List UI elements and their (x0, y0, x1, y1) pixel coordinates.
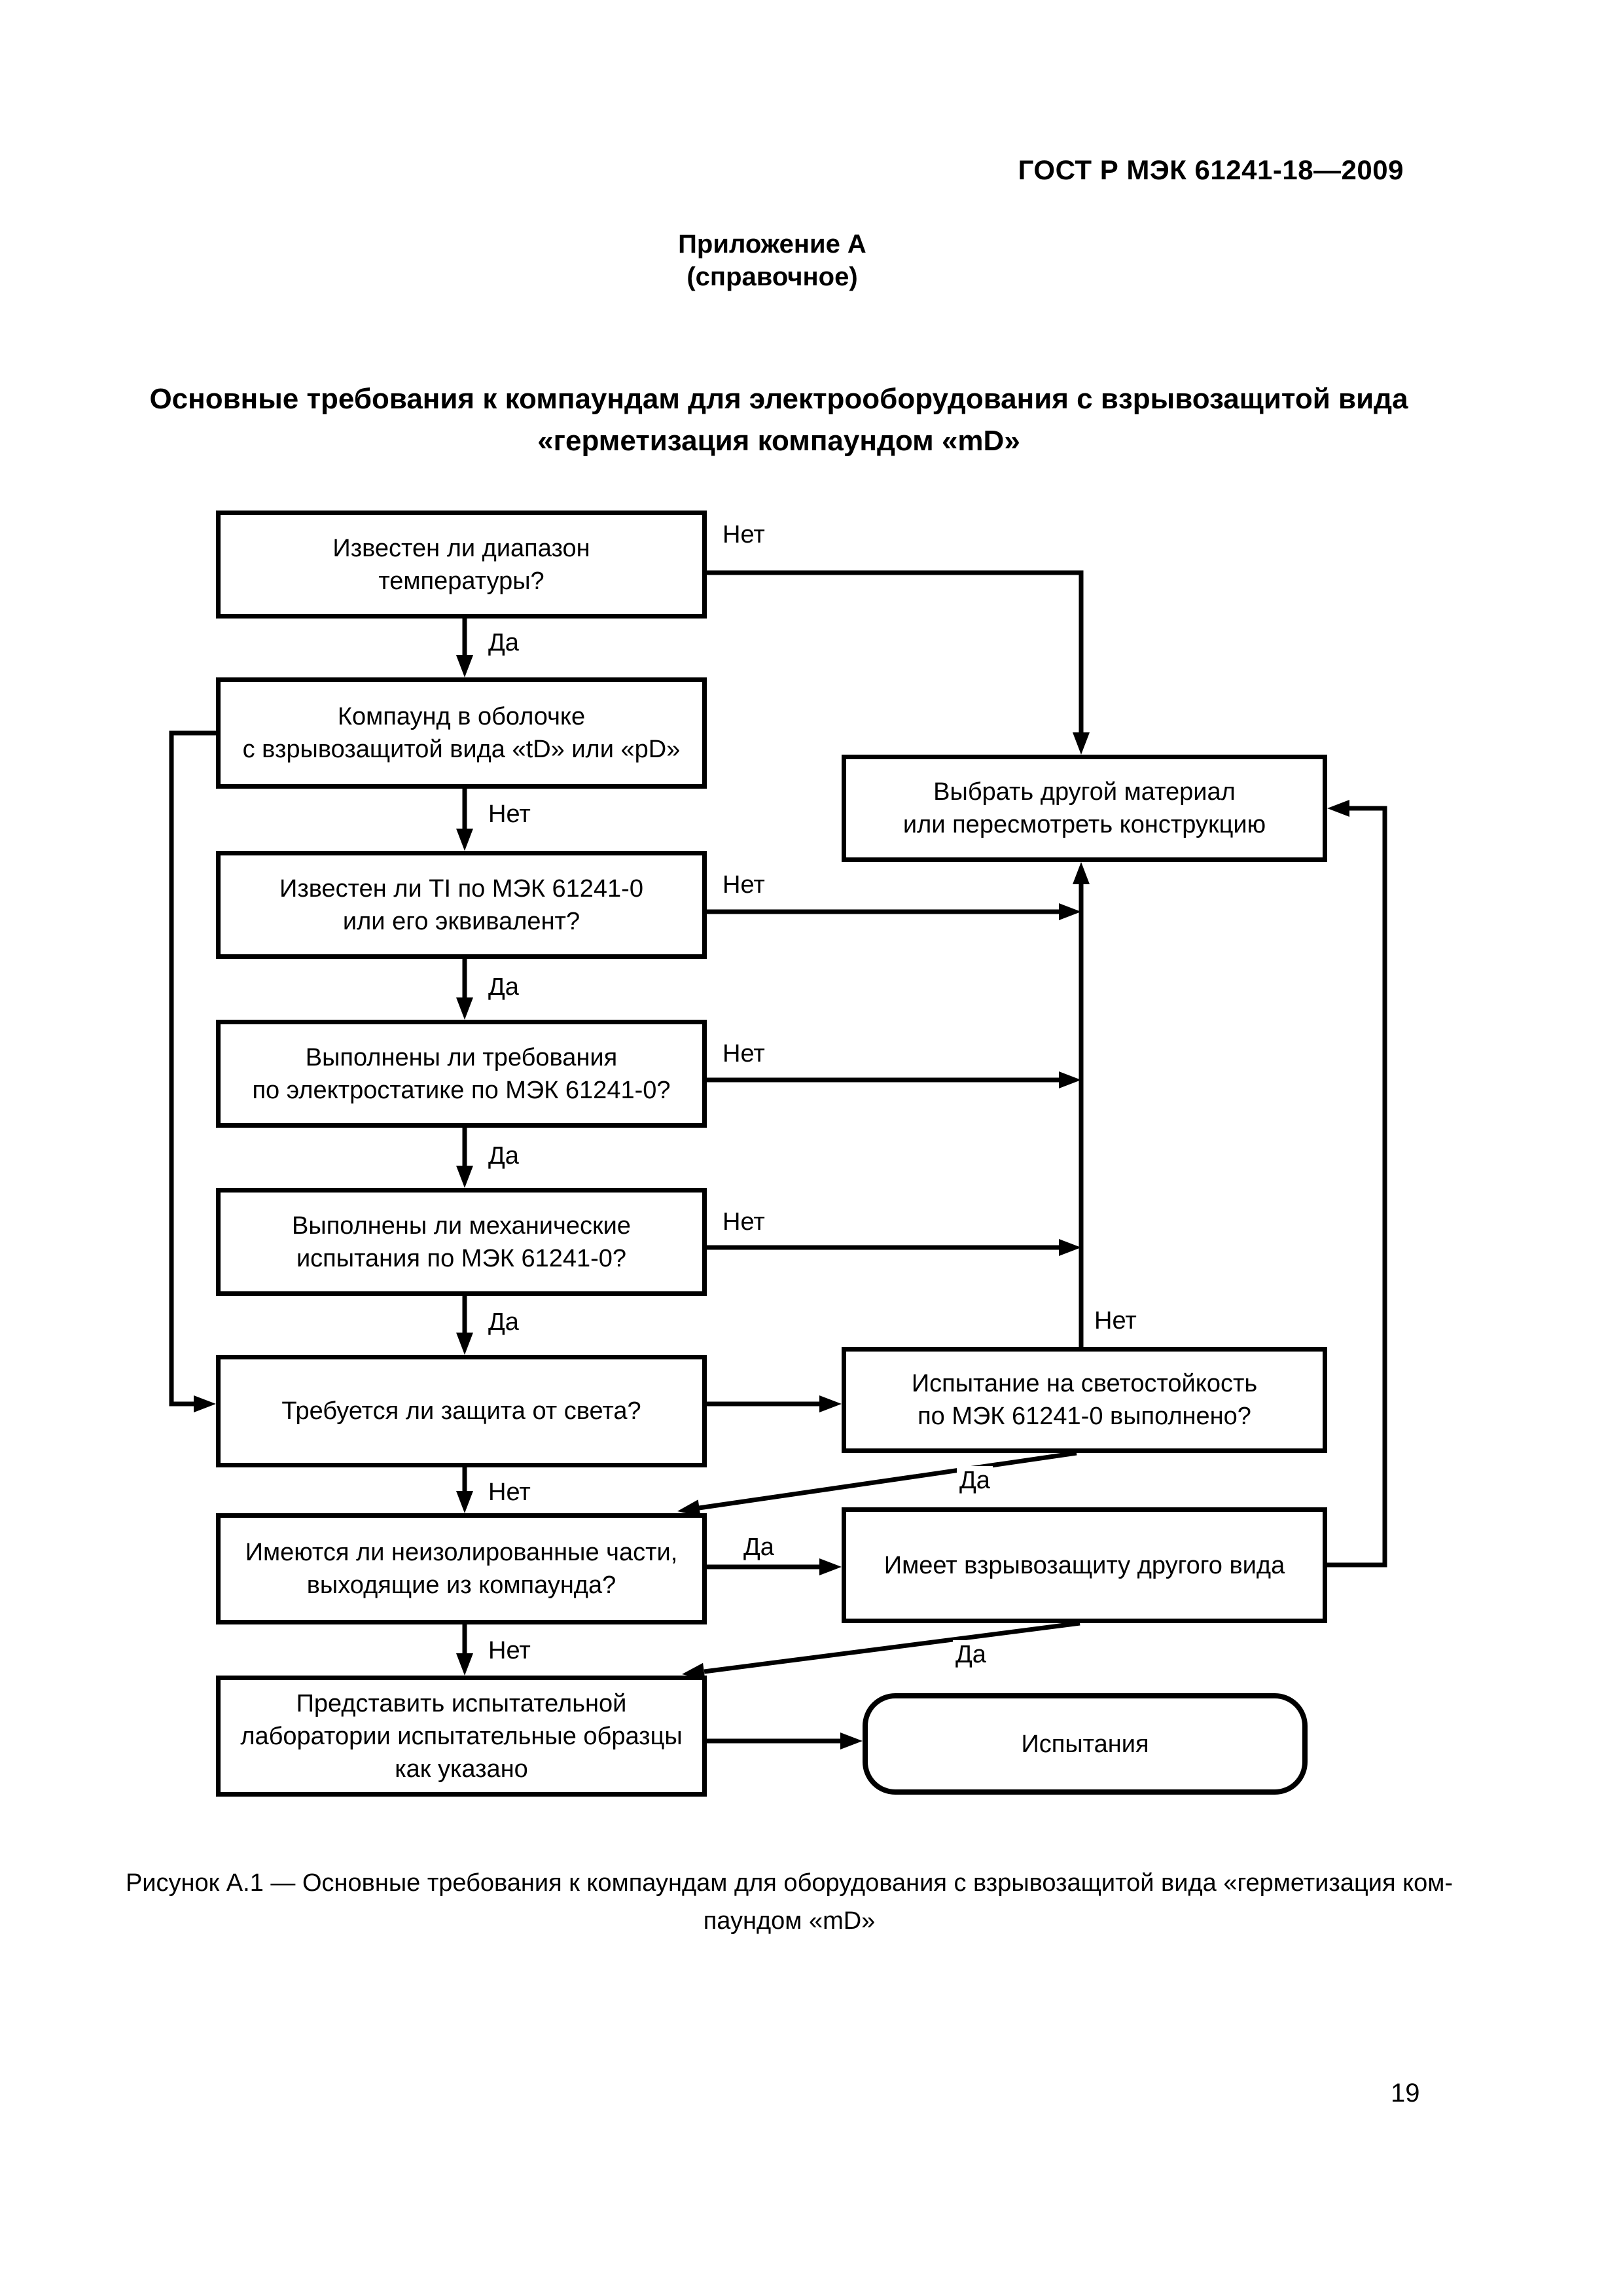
flow-box-choose-material: Выбрать другой материал или пересмотреть… (842, 755, 1327, 862)
connector-temp-yes (456, 619, 473, 677)
flow-box-electrostatic: Выполнены ли требования по электростатик… (216, 1020, 707, 1128)
figure-caption: Рисунок А.1 — Основные требования к комп… (125, 1869, 1454, 1935)
label-no: Нет (720, 870, 768, 899)
label-yes: Да (486, 1141, 522, 1170)
flow-box-light-test: Испытание на светостойкость по МЭК 61241… (842, 1347, 1327, 1453)
connector-lighttest-no-up (1073, 862, 1090, 1347)
label-no: Нет (486, 800, 533, 829)
connector-parts-yes (707, 1558, 842, 1575)
connector-temp-no (707, 570, 1090, 755)
label-no: Нет (486, 1636, 533, 1665)
flow-box-tests-terminal: Испытания (863, 1693, 1308, 1795)
connector-ti-yes (456, 959, 473, 1020)
label-no: Нет (720, 1208, 768, 1236)
flow-box-ti-known: Известен ли TI по МЭК 61241-0 или его эк… (216, 851, 707, 959)
flow-box-uninsulated-parts: Имеются ли неизолированные части, выходя… (216, 1513, 707, 1624)
connector-parts-no (456, 1624, 473, 1676)
connector-mechanical-yes (456, 1296, 473, 1355)
connector-samples-to-tests (707, 1732, 863, 1749)
appendix-heading: Приложение А (справочное) (678, 230, 866, 291)
page-number: 19 (1391, 2079, 1420, 2108)
flow-box-other-protection: Имеет взрывозащиту другого вида (842, 1507, 1327, 1623)
connector-electrostatic-no (707, 1071, 1081, 1088)
flow-box-submit-samples: Представить испытательной лаборатории ис… (216, 1676, 707, 1797)
label-yes: Да (957, 1466, 993, 1495)
section-title: Основные требования к компаундам для эле… (149, 383, 1408, 457)
label-yes: Да (486, 973, 522, 1001)
connector-light-no (456, 1467, 473, 1513)
flow-box-light-protection: Требуется ли защита от света? (216, 1355, 707, 1467)
connector-mechanical-no (707, 1239, 1081, 1256)
connector-enclosure-to-light (169, 730, 216, 1412)
flow-box-mechanical: Выполнены ли механические испытания по М… (216, 1188, 707, 1296)
connector-electrostatic-yes (456, 1128, 473, 1188)
connector-ti-no (707, 903, 1081, 920)
label-no: Нет (486, 1478, 533, 1507)
connector-otherprotection-yes-diagonal (682, 1621, 1080, 1680)
connector-lighttest-yes-diagonal (677, 1450, 1077, 1516)
connector-enclosure-no (456, 789, 473, 851)
connector-light-to-lighttest (707, 1395, 842, 1412)
label-yes: Да (486, 1308, 522, 1336)
flow-box-compound-enclosure: Компаунд в оболочке с взрывозащитой вида… (216, 677, 707, 789)
label-no: Нет (1092, 1306, 1139, 1335)
document-code: ГОСТ Р МЭК 61241-18—2009 (1018, 154, 1404, 185)
label-yes: Да (741, 1533, 777, 1562)
label-no: Нет (720, 520, 768, 549)
flow-box-temp-range: Известен ли диапазон температуры? (216, 511, 707, 619)
label-yes: Да (953, 1640, 989, 1669)
connector-otherprotection-to-material (1327, 800, 1387, 1568)
label-yes: Да (486, 628, 522, 657)
label-no: Нет (720, 1039, 768, 1068)
